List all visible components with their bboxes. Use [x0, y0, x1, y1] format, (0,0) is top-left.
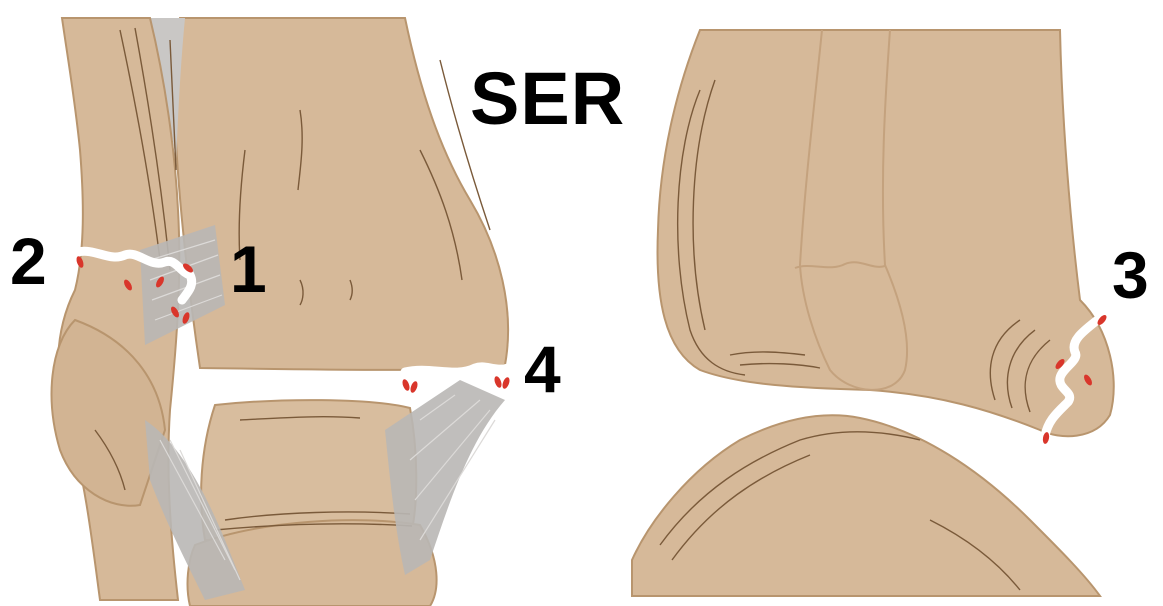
label-2: 2	[10, 228, 47, 294]
label-4: 4	[524, 336, 561, 402]
lateral-talus	[632, 415, 1100, 596]
lateral-view-panel	[632, 30, 1114, 596]
label-1: 1	[230, 236, 267, 302]
classification-title: SER	[470, 62, 625, 136]
tibia	[174, 18, 508, 370]
fracture-line-4	[405, 367, 508, 372]
label-3: 3	[1112, 242, 1149, 308]
ap-view-panel	[52, 18, 511, 606]
